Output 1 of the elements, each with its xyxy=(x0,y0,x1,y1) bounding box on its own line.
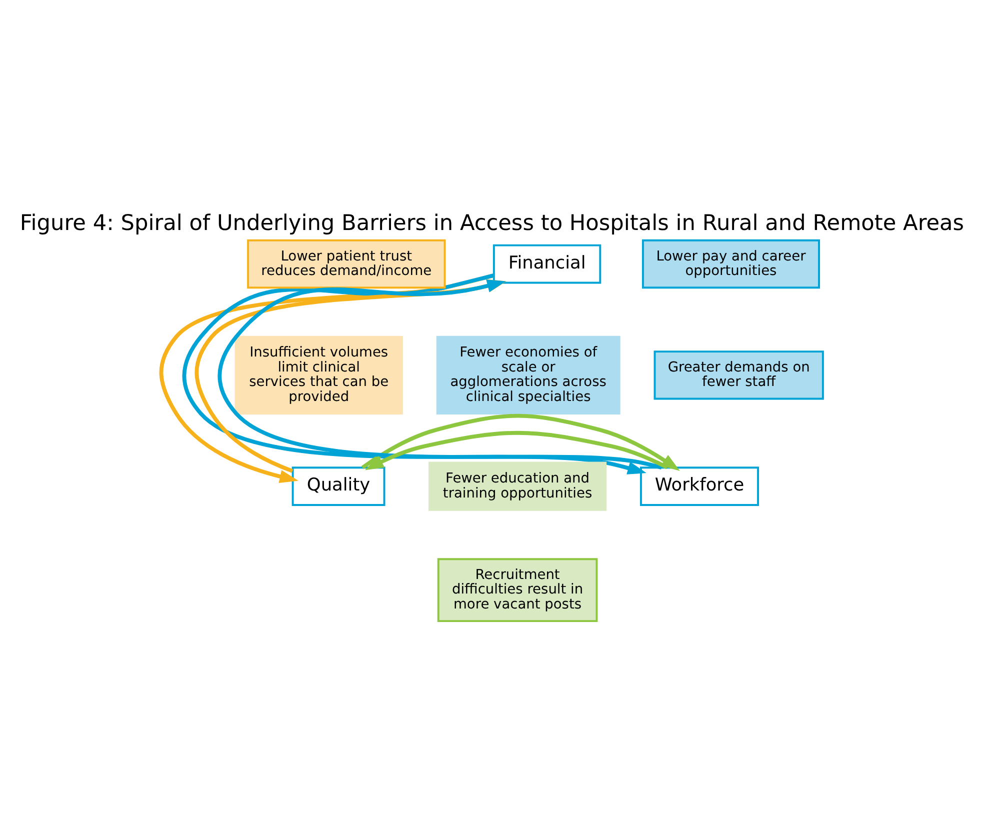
diagram-title: Figure 4: Spiral of Underlying Barriers in Access to Hospitals in Rural and Remote Areas xyxy=(20,210,964,236)
